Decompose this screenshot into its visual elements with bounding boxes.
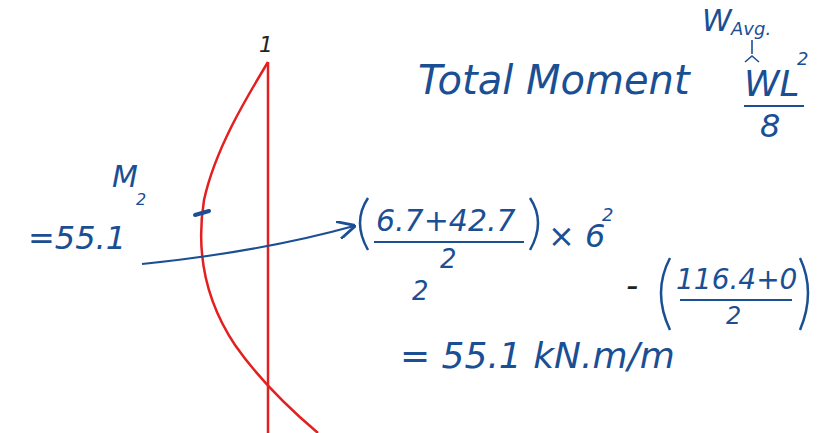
hat-mark	[745, 56, 759, 62]
symbol: W	[702, 6, 732, 36]
bracket	[661, 258, 670, 330]
fraction-bar	[374, 241, 524, 243]
numerator: 6.7+42.7	[376, 206, 516, 236]
tick-mark	[195, 211, 209, 215]
point-number: 1	[259, 34, 273, 56]
symbol: M	[112, 162, 138, 192]
bracket	[530, 198, 538, 250]
member-line	[267, 62, 270, 433]
superscript: 2	[602, 206, 613, 224]
denominator: 2	[726, 304, 741, 328]
value: =55.1	[28, 222, 126, 254]
formula-term: WL	[744, 66, 800, 102]
denominator: 8	[760, 110, 780, 142]
pointer-arrow	[142, 226, 354, 264]
bracket	[360, 198, 368, 250]
operator: -	[626, 268, 638, 302]
subscript: 2	[136, 192, 146, 208]
bracket	[800, 258, 808, 330]
heading-note: Total Moment	[418, 60, 690, 100]
pointer-line	[751, 40, 753, 54]
denominator: 2	[440, 246, 457, 272]
fraction-bar	[680, 299, 792, 301]
formula-term: × 6	[548, 220, 605, 252]
result-value: = 55.1 kN.m/m	[400, 338, 675, 374]
denominator: 2	[412, 278, 429, 304]
superscript: 2	[797, 50, 808, 68]
subscript: Avg.	[731, 20, 771, 38]
numerator: 116.4+0	[676, 266, 797, 294]
fraction-bar	[744, 105, 804, 107]
